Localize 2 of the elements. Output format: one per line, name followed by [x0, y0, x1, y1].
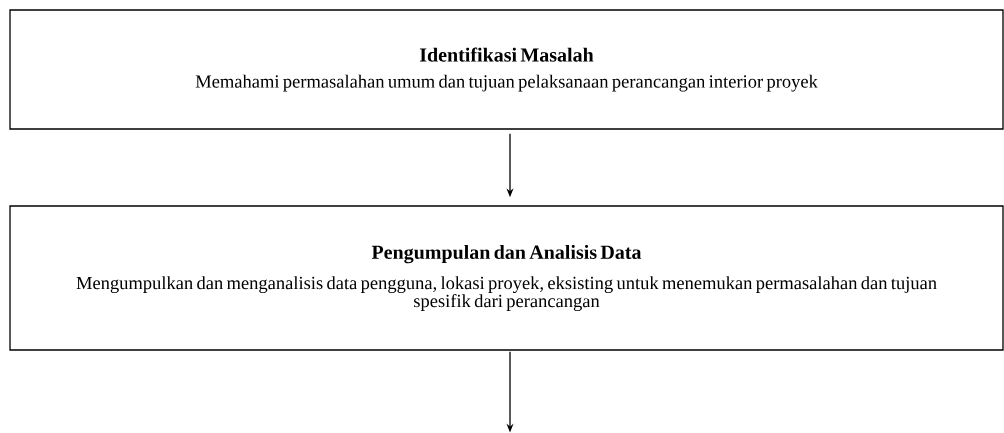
process-box: Pengumpulan dan Analisis Data Mengumpulkan dan menganalisis data pengguna, lokasi proyek, eksisting untuk menemukan permasalahan dan tujuan spesifik dari perancangan — [9, 205, 1004, 351]
process-box: Identifikasi Masalah Memahami permasalahan umum dan tujuan pelaksanaan perancangan interior proyek — [9, 9, 1004, 130]
